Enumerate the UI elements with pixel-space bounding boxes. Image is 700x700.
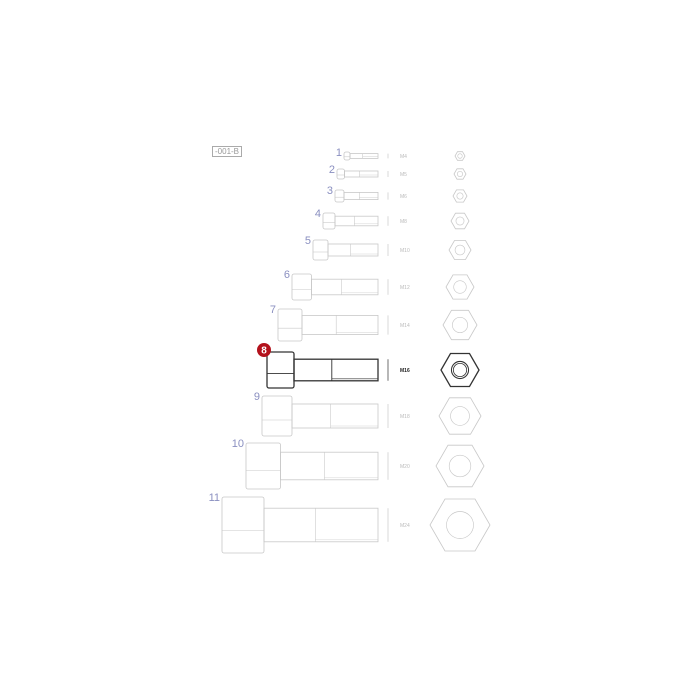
part-2[interactable]: M5 2	[329, 164, 467, 180]
size-label: M20	[400, 464, 410, 470]
size-label: M16	[400, 368, 410, 374]
bolt-head	[322, 212, 336, 230]
part-1[interactable]: M4 1	[336, 147, 466, 161]
hex-nut	[450, 212, 470, 230]
part-5[interactable]: M10 5	[305, 235, 472, 261]
bolt-shaft	[349, 153, 379, 159]
bolt-shaft	[327, 243, 379, 257]
bolt-shaft	[280, 451, 379, 481]
size-label: M6	[400, 194, 407, 200]
part-8[interactable]: M16 8	[257, 343, 480, 389]
bolt-shaft	[291, 403, 379, 429]
bolt-shaft	[344, 170, 379, 178]
part-9[interactable]: M18 9	[254, 391, 482, 437]
hex-nut	[442, 309, 478, 341]
part-7[interactable]: M14 7	[270, 304, 478, 342]
part-number: 11	[209, 492, 220, 504]
part-4[interactable]: M8 4	[315, 208, 470, 230]
bolt-shaft	[334, 215, 379, 227]
part-number: 10	[232, 438, 244, 450]
highlight-badge	[257, 343, 271, 357]
part-number: 5	[305, 235, 311, 247]
size-label: M18	[400, 414, 410, 420]
bolt-head	[312, 239, 329, 261]
part-number: 8	[261, 346, 267, 357]
hex-nut	[453, 168, 467, 180]
part-number: 1	[336, 147, 342, 159]
size-label: M8	[400, 219, 407, 225]
part-number: 4	[315, 208, 321, 220]
part-number: 2	[329, 164, 335, 176]
bolt-shaft	[301, 314, 379, 335]
bolt-shaft	[263, 507, 379, 543]
bolt-shaft	[343, 191, 379, 200]
hex-nut	[445, 274, 475, 300]
part-6[interactable]: M12 6	[284, 269, 475, 301]
bolt-head	[291, 273, 312, 301]
bolt-head	[221, 496, 265, 554]
part-10[interactable]: M20 10	[232, 438, 485, 490]
hex-nut	[440, 352, 480, 388]
hex-nut	[438, 397, 482, 435]
bolt-head	[261, 395, 293, 437]
part-11[interactable]: M24 11	[209, 492, 491, 554]
part-number: 7	[270, 304, 276, 316]
hex-nut	[435, 444, 485, 488]
hex-nut	[452, 189, 468, 203]
part-number: 6	[284, 269, 290, 281]
size-label: M12	[400, 285, 410, 291]
diagram-tag: -001-B	[212, 146, 243, 157]
part-number: 9	[254, 391, 260, 403]
hex-nut	[429, 498, 491, 552]
bolt-head	[266, 351, 295, 389]
part-number: 3	[327, 185, 333, 197]
size-label: M14	[400, 323, 410, 329]
size-label: M4	[400, 154, 407, 160]
part-3[interactable]: M6 3	[327, 185, 468, 203]
bolt-shaft	[293, 358, 379, 382]
hex-nut	[448, 240, 472, 260]
bolt-head	[343, 151, 351, 161]
size-label: M24	[400, 523, 410, 529]
hex-nut	[454, 151, 466, 161]
size-label: M5	[400, 172, 407, 178]
size-label: M10	[400, 248, 410, 254]
bolt-shaft	[311, 278, 379, 296]
bolt-head	[334, 189, 345, 203]
bolt-head	[245, 442, 281, 490]
bolt-head	[277, 308, 303, 342]
bolt-head	[336, 168, 345, 180]
